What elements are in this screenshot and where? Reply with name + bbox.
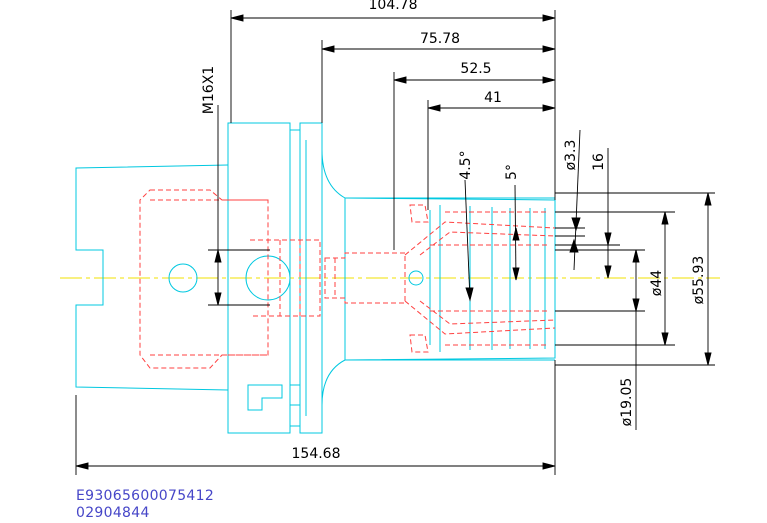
collet-cone-inner [419, 231, 556, 325]
arrow [542, 462, 556, 470]
dim-text-154: 154.68 [292, 446, 341, 462]
arrow [542, 104, 556, 112]
arrow [214, 292, 222, 306]
angle-leader [464, 179, 471, 301]
key-slot [247, 384, 283, 411]
dim-text-41: 41 [484, 90, 502, 106]
arrow [571, 217, 581, 232]
collet-lip-bottom [409, 334, 429, 353]
collet-body [445, 211, 548, 346]
arrow [427, 104, 441, 112]
arrow [542, 14, 556, 22]
dim-text-angle-a: 4.5° [458, 150, 474, 179]
dim-text-angle-b: 5° [504, 164, 520, 180]
bore-circle [168, 263, 198, 293]
arrow [542, 76, 556, 84]
arrow [604, 265, 612, 279]
collet-lip-top [409, 204, 429, 223]
arrow [661, 332, 669, 346]
dim-text-16: 16 [591, 153, 607, 171]
collet-cone [404, 221, 556, 335]
part-code-line2: 02904844 [76, 505, 150, 521]
arrow [512, 267, 520, 281]
drawbar-neck [250, 239, 321, 317]
arrow [632, 298, 640, 312]
arrow [214, 249, 222, 263]
dim-text-55: ø55.93 [691, 256, 707, 305]
arrow [321, 45, 335, 53]
arrow [632, 249, 640, 263]
neck [321, 149, 556, 406]
pin-circle [408, 270, 424, 286]
arrow [661, 211, 669, 225]
arrow [393, 76, 407, 84]
arrow [465, 287, 474, 302]
holder-outline [75, 122, 556, 434]
key-slot-inner [290, 384, 301, 406]
arrow [512, 227, 520, 241]
dim-text-104: 104.78 [369, 0, 418, 13]
dim-text-44: ø44 [649, 270, 665, 296]
flange [227, 122, 323, 434]
arrow [604, 232, 612, 246]
arrow [230, 14, 244, 22]
arrow [704, 352, 712, 366]
part-code-line1: E93065600075412 [76, 488, 215, 504]
dim-text-thread: M16X1 [201, 66, 217, 114]
arrow [75, 462, 89, 470]
drawbar-bore [139, 189, 269, 369]
dim-text-19: ø19.05 [619, 378, 635, 427]
arrow [542, 45, 556, 53]
dim-text-small-dia: ø3.3 [563, 140, 579, 171]
taper-shank [75, 164, 229, 391]
arrow [569, 238, 579, 253]
dim-text-75: 75.78 [420, 31, 460, 47]
arrow [704, 192, 712, 206]
hidden-lines [139, 189, 556, 369]
dim-text-52: 52.5 [460, 61, 491, 77]
dimension-lines [75, 10, 715, 475]
